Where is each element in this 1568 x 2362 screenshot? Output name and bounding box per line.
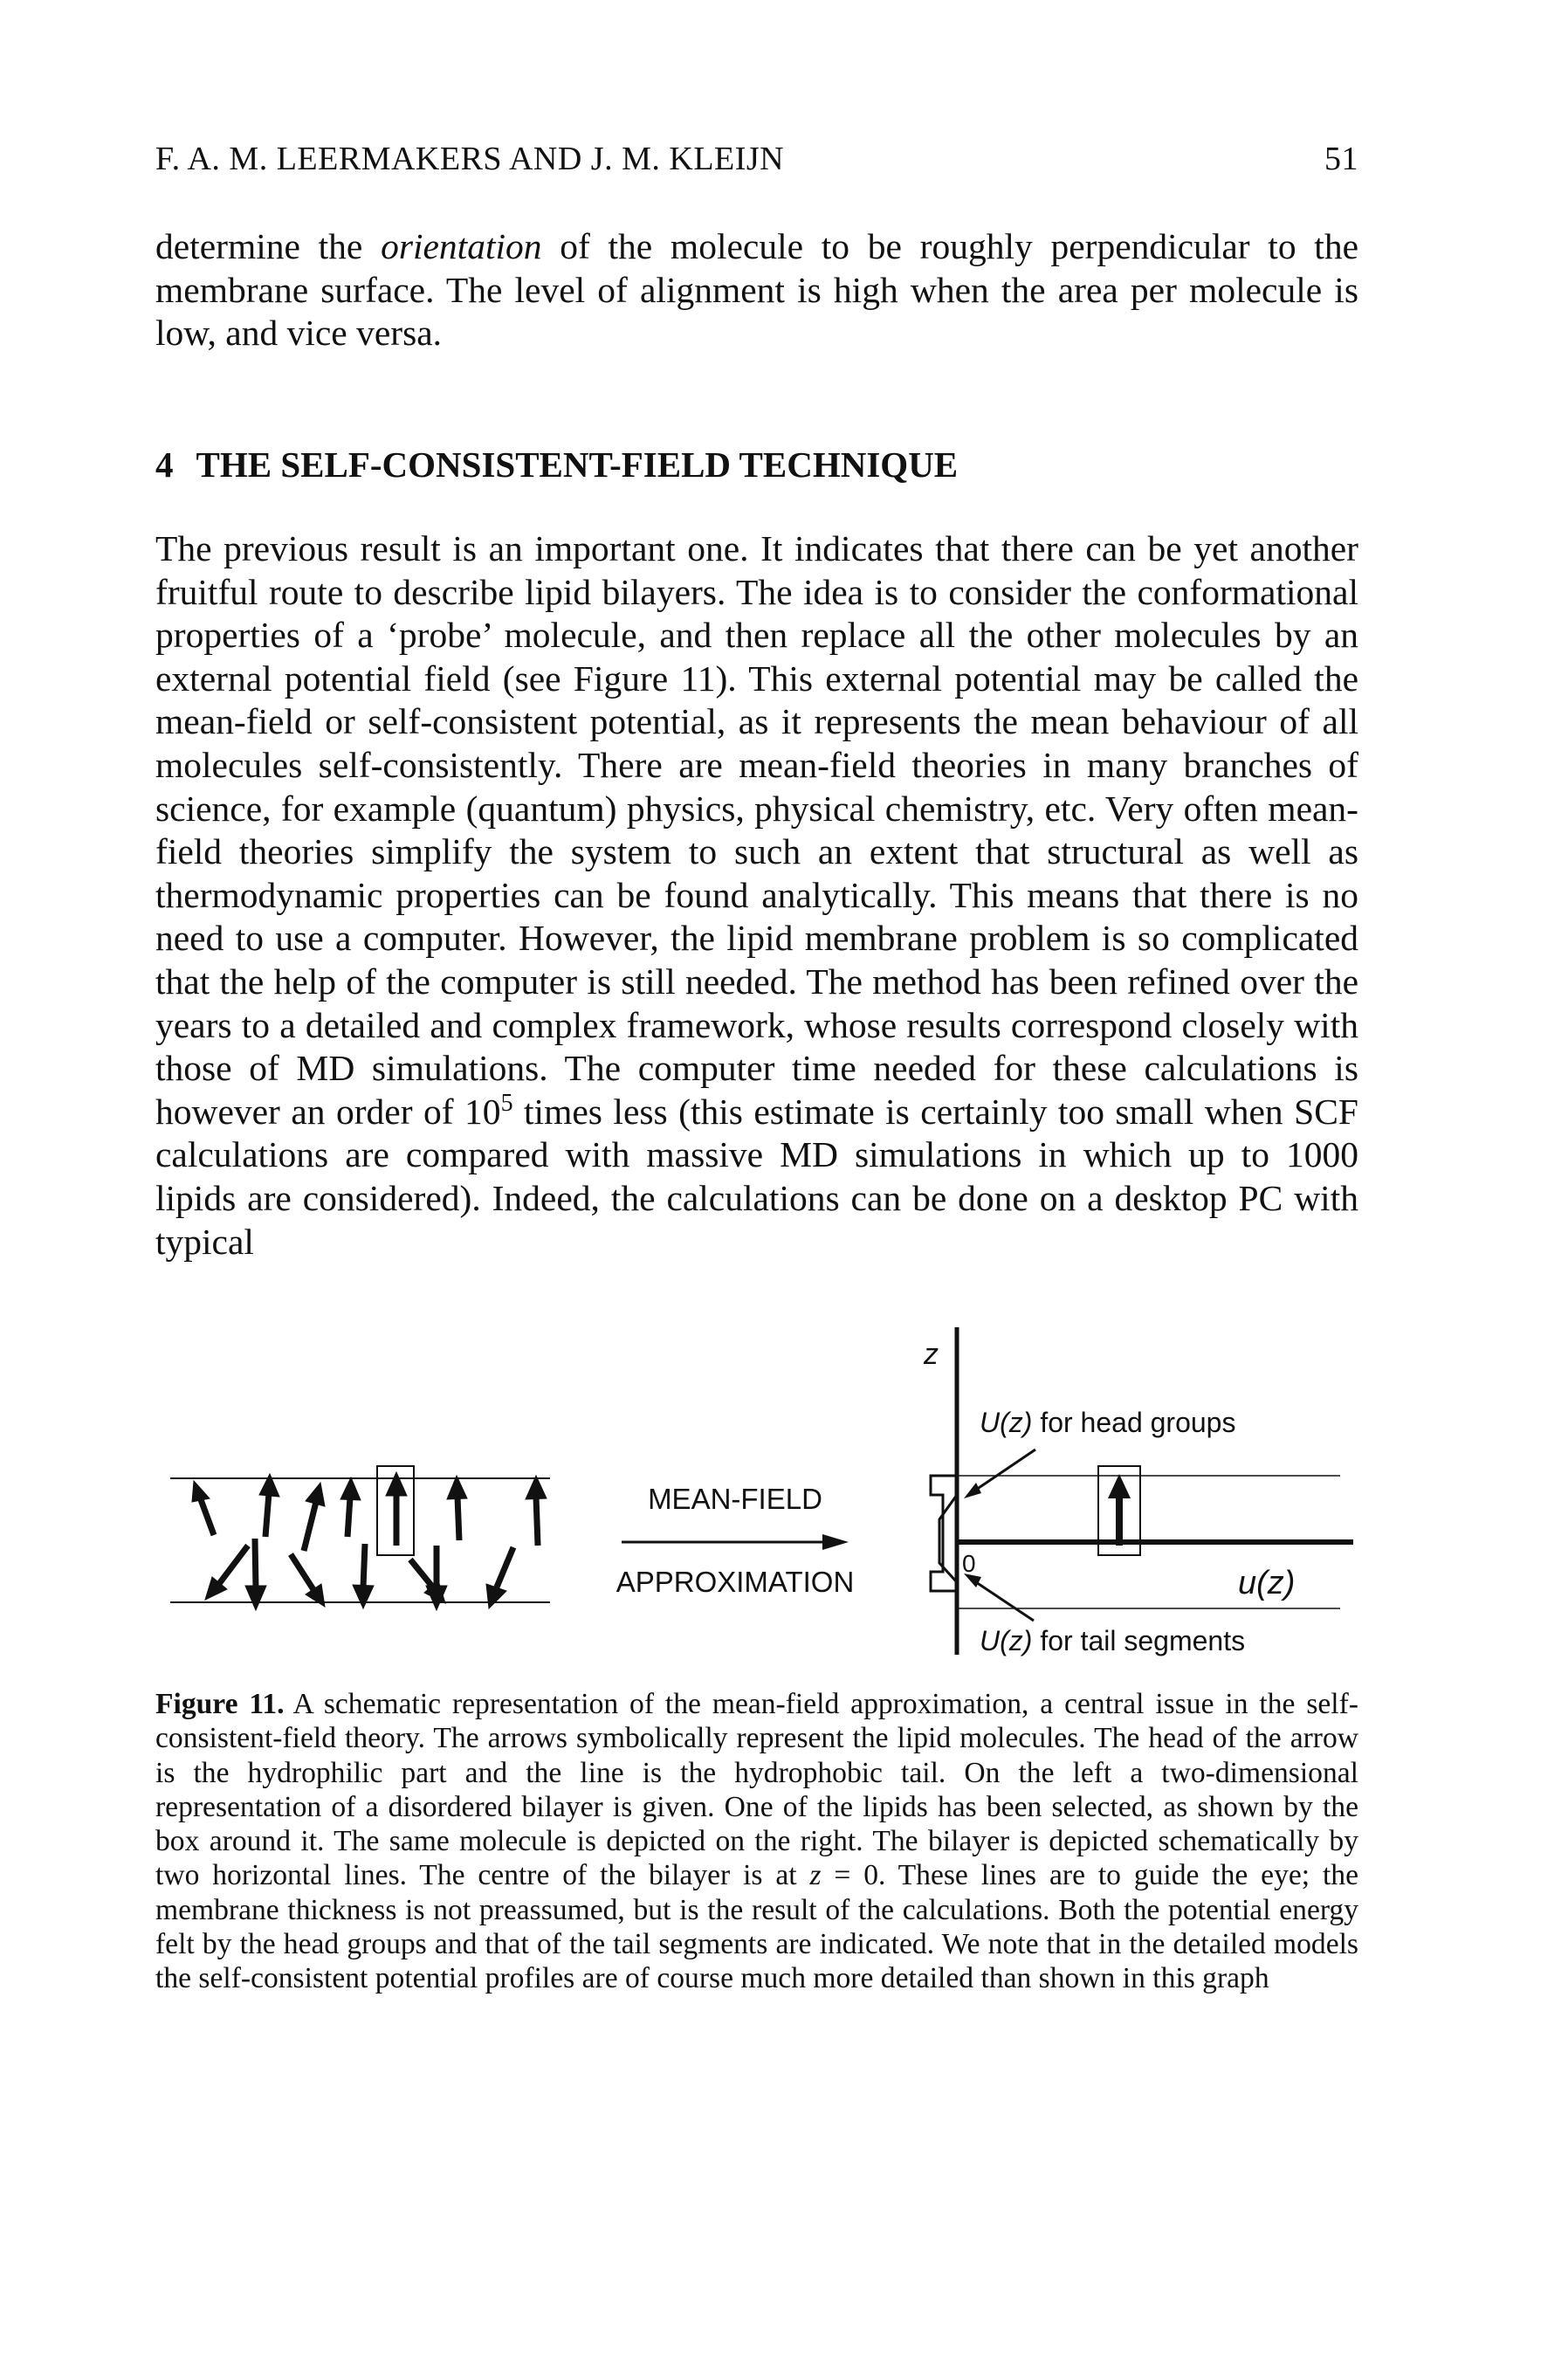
paragraph-text: The previous result is an important one.… xyxy=(155,528,1358,1132)
disordered-bilayer xyxy=(170,1465,550,1612)
superscript-exponent: 5 xyxy=(500,1089,513,1117)
selected-lipid-arrow xyxy=(385,1470,408,1546)
figure-caption: Figure 11.A schematic representation of … xyxy=(155,1687,1358,1996)
section-heading: 4 THE SELF-CONSISTENT-FIELD TECHNIQUE xyxy=(155,444,958,485)
paragraph-text: of the molecule to be roughly perpendicu… xyxy=(155,226,1358,354)
section-number: 4 xyxy=(155,444,174,485)
lipid-arrow xyxy=(340,1476,361,1538)
figure-caption-text: = 0. These lines are to guide the eye; t… xyxy=(155,1859,1358,1995)
selected-lipid-box xyxy=(376,1465,415,1556)
figure-caption-label: Figure 11. xyxy=(155,1688,285,1720)
tail-segment-label: U(z) for tail segments xyxy=(980,1625,1245,1656)
tail-segment-label-symbol: U(z) xyxy=(980,1625,1032,1656)
probe-molecule-box xyxy=(1097,1465,1141,1556)
mean-field-profile: z 0 U(z) for head groups u(z) U(z) for t… xyxy=(923,1327,1353,1656)
paragraph-text: determine the xyxy=(155,226,382,266)
figure-11-diagram: MEAN-FIELD APPROXIMATION z 0 xyxy=(170,1327,1353,1656)
paragraph-continuation: determine the orientation of the molecul… xyxy=(155,225,1358,355)
lipid-arrow xyxy=(300,1481,326,1552)
lipid-arrow xyxy=(352,1543,375,1610)
probe-molecule-head xyxy=(1108,1474,1131,1498)
page-number: 51 xyxy=(1324,141,1358,177)
tail-segment-potential xyxy=(938,1494,959,1584)
tail-segment-label-text: for tail segments xyxy=(1032,1625,1245,1656)
lipid-arrow xyxy=(525,1474,547,1546)
emphasis-text: orientation xyxy=(381,226,542,266)
lipid-arrow xyxy=(204,1543,251,1601)
head-group-potential xyxy=(929,1474,957,1593)
lipid-arrow xyxy=(191,1479,217,1537)
lipid-arrow xyxy=(288,1553,326,1608)
section-title: THE SELF-CONSISTENT-FIELD TECHNIQUE xyxy=(196,444,959,485)
head-group-label-text: for head groups xyxy=(1032,1407,1235,1438)
figure-caption-variable: z xyxy=(809,1859,822,1892)
paragraph-text: times less (this estimate is certainly t… xyxy=(155,1091,1358,1262)
lipid-arrow xyxy=(258,1472,280,1538)
head-group-label-symbol: U(z) xyxy=(980,1407,1032,1438)
z-axis-label: z xyxy=(923,1338,939,1371)
paragraph-body: The previous result is an important one.… xyxy=(155,527,1358,1264)
lipid-arrow xyxy=(446,1474,468,1541)
mean-field-label: MEAN-FIELD xyxy=(648,1483,822,1515)
lipid-arrow xyxy=(485,1546,517,1610)
origin-label: 0 xyxy=(962,1550,976,1577)
profile-label: u(z) xyxy=(1238,1565,1295,1601)
lipid-arrow xyxy=(425,1546,448,1612)
approximation-label: APPROXIMATION xyxy=(616,1566,855,1598)
figure-caption-text: A schematic representation of the mean-f… xyxy=(155,1688,1358,1892)
header-authors: F. A. M. LEERMAKERS AND J. M. KLEIJN xyxy=(155,141,785,177)
lipid-arrow xyxy=(244,1538,267,1612)
mean-field-arrow: MEAN-FIELD APPROXIMATION xyxy=(616,1483,855,1598)
head-group-label: U(z) for head groups xyxy=(980,1407,1235,1438)
